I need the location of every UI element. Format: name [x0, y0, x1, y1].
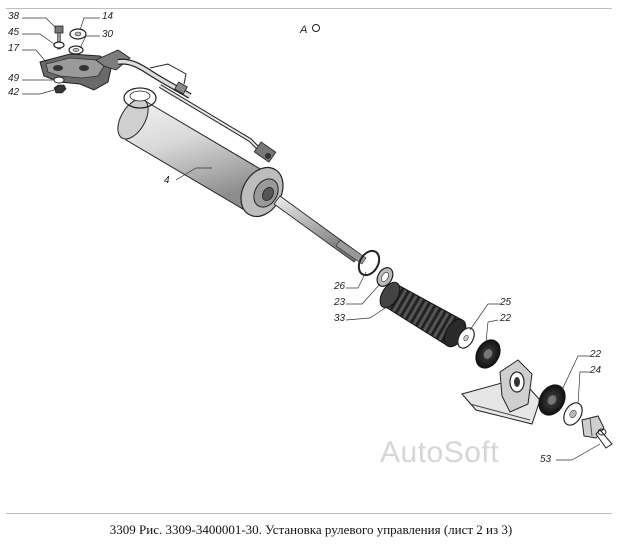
- power-cylinder-4: [117, 87, 284, 218]
- ring-26: [357, 249, 381, 277]
- frame-bracket: [461, 359, 541, 425]
- callout-4: 4: [164, 175, 170, 186]
- hydraulic-hose: [117, 58, 192, 99]
- piston-rod: [273, 195, 367, 265]
- leader-lines: [22, 17, 601, 461]
- view-a-marker: [312, 24, 320, 32]
- cotter-pin-53: [595, 428, 613, 449]
- washer-45: [53, 41, 65, 49]
- callout-45: 45: [8, 27, 20, 38]
- callout-24: 24: [590, 365, 602, 376]
- rubber-cushion-22-b: [538, 384, 566, 416]
- callout-17: 17: [8, 43, 20, 54]
- callout-30: 30: [102, 29, 114, 40]
- callout-26: 26: [334, 281, 346, 292]
- rubber-cushion-22-a: [475, 339, 501, 369]
- callout-38: 38: [8, 11, 20, 22]
- watermark: AutoSoft: [380, 436, 500, 469]
- washer-49: [53, 76, 65, 84]
- view-a-label: A: [300, 24, 308, 36]
- cylinder-tube: [158, 84, 277, 163]
- callout-49: 49: [8, 73, 20, 84]
- bolt-38: [54, 25, 64, 50]
- bracket-17: [39, 49, 131, 91]
- callout-33: 33: [334, 313, 346, 324]
- figure-caption: 3309 Рис. 3309-3400001-30. Установка рул…: [109, 522, 513, 537]
- callout-22-a: 22: [500, 313, 512, 324]
- callout-25: 25: [500, 297, 512, 308]
- callout-14: 14: [102, 11, 114, 22]
- nut-42: [53, 84, 67, 94]
- callout-23: 23: [334, 297, 346, 308]
- callout-22-b: 22: [590, 349, 602, 360]
- callout-42: 42: [8, 87, 20, 98]
- protective-boot-33: [379, 281, 467, 348]
- callout-53: 53: [540, 454, 552, 465]
- drawing-frame: [6, 8, 612, 514]
